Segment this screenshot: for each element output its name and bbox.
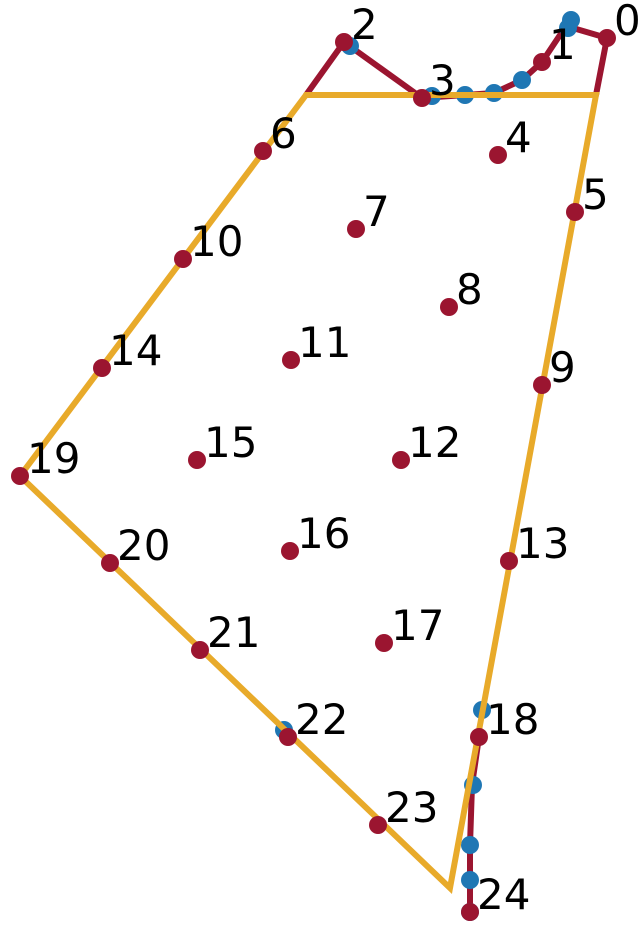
node-24 [461,903,479,921]
node-18 [470,728,488,746]
node-23 [369,816,387,834]
hull-outline [16,92,600,895]
node-label-24: 24 [477,870,530,919]
node-0 [598,29,616,47]
node-label-13: 13 [516,519,569,568]
node-6 [254,142,272,160]
hull-outline-layer [16,92,600,895]
extra-point [562,11,580,29]
node-2 [335,33,353,51]
node-9 [533,376,551,394]
node-17 [375,634,393,652]
extra-point [461,836,479,854]
node-label-7: 7 [363,187,390,236]
extra-point [513,71,531,89]
node-10 [174,250,192,268]
node-label-0: 0 [614,0,641,45]
boundary-path-right [593,35,610,98]
node-label-15: 15 [204,418,257,467]
node-13 [500,552,518,570]
node-label-17: 17 [391,601,444,650]
boundary-path-layer [303,23,610,915]
node-22 [279,728,297,746]
node-label-23: 23 [385,783,438,832]
node-label-14: 14 [109,326,162,375]
node-5 [566,203,584,221]
node-label-20: 20 [117,521,170,570]
node-4 [489,146,507,164]
node-15 [188,451,206,469]
node-12 [392,451,410,469]
node-20 [101,554,119,572]
node-label-22: 22 [295,695,348,744]
node-label-2: 2 [351,0,378,49]
node-label-19: 19 [27,434,80,483]
node-label-4: 4 [505,113,532,162]
node-label-11: 11 [298,318,351,367]
node-label-3: 3 [429,56,456,105]
node-21 [191,641,209,659]
node-16 [281,542,299,560]
node-label-1: 1 [549,20,576,69]
node-label-12: 12 [408,418,461,467]
node-7 [347,220,365,238]
nodes-layer [11,29,616,921]
node-19 [11,467,29,485]
node-label-8: 8 [456,265,483,314]
node-label-18: 18 [486,695,539,744]
node-label-9: 9 [549,343,576,392]
node-label-5: 5 [582,170,609,219]
node-label-10: 10 [190,217,243,266]
node-label-6: 6 [270,109,297,158]
node-14 [93,359,111,377]
node-11 [282,351,300,369]
node-8 [440,298,458,316]
extra-point [461,871,479,889]
node-3 [413,89,431,107]
node-1 [533,53,551,71]
node-label-21: 21 [207,608,260,657]
node-label-16: 16 [297,509,350,558]
